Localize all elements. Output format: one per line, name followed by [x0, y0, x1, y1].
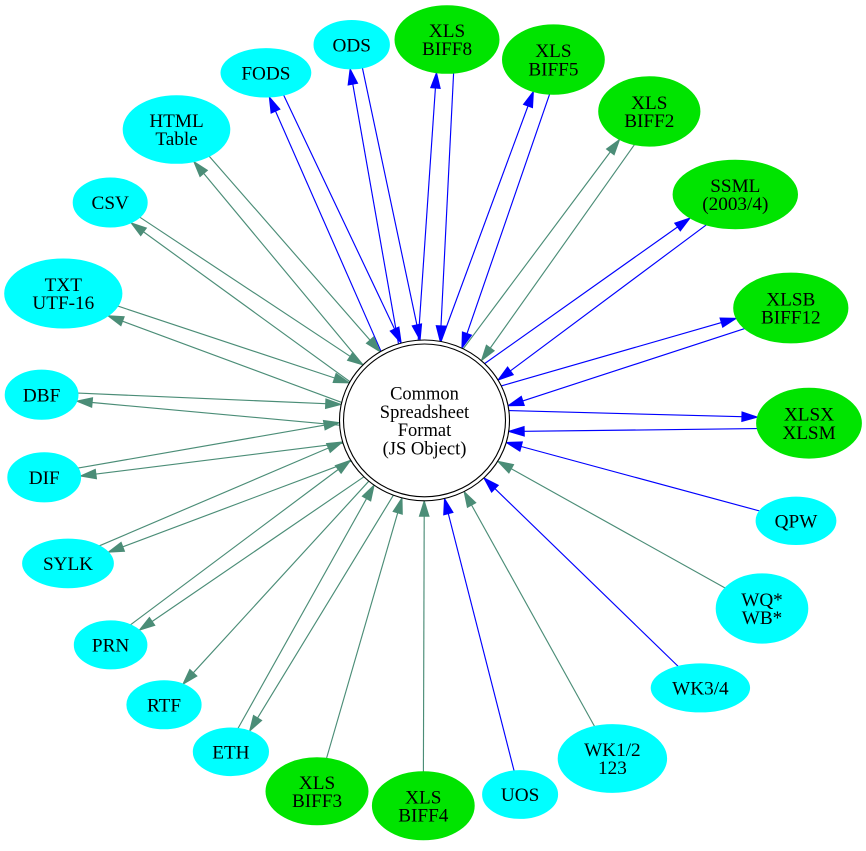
svg-text:Spreadsheet: Spreadsheet	[380, 403, 470, 423]
svg-text:FODS: FODS	[241, 63, 290, 84]
svg-text:XLS: XLS	[405, 787, 441, 808]
svg-text:SYLK: SYLK	[43, 554, 93, 575]
svg-text:DIF: DIF	[29, 468, 60, 489]
svg-text:BIFF12: BIFF12	[761, 308, 821, 329]
svg-text:XLSB: XLSB	[766, 290, 815, 311]
svg-text:XLS: XLS	[631, 93, 667, 114]
svg-text:ETH: ETH	[212, 742, 249, 763]
svg-text:CSV: CSV	[92, 193, 129, 214]
svg-text:BIFF4: BIFF4	[398, 806, 449, 827]
svg-text:Table: Table	[155, 129, 197, 150]
svg-text:Common: Common	[390, 385, 459, 405]
svg-text:123: 123	[598, 758, 627, 779]
svg-text:WK3/4: WK3/4	[672, 679, 729, 700]
svg-text:BIFF3: BIFF3	[292, 791, 342, 812]
svg-text:QPW: QPW	[775, 511, 819, 532]
svg-text:TXT: TXT	[45, 275, 83, 296]
svg-text:XLS: XLS	[299, 773, 335, 794]
svg-text:HTML: HTML	[149, 111, 203, 132]
svg-text:BIFF5: BIFF5	[528, 59, 578, 80]
svg-text:DBF: DBF	[23, 385, 60, 406]
svg-text:(2003/4): (2003/4)	[702, 194, 768, 215]
svg-text:XLSX: XLSX	[784, 405, 834, 426]
svg-text:WB*: WB*	[742, 608, 783, 629]
svg-text:RTF: RTF	[147, 695, 181, 716]
svg-text:ODS: ODS	[333, 35, 371, 56]
svg-text:WQ*: WQ*	[741, 590, 783, 611]
svg-text:Format: Format	[398, 421, 452, 441]
svg-text:UTF-16: UTF-16	[32, 293, 94, 314]
svg-text:(JS Object): (JS Object)	[383, 439, 467, 459]
svg-text:BIFF2: BIFF2	[624, 111, 674, 132]
svg-text:PRN: PRN	[92, 636, 129, 657]
svg-text:XLS: XLS	[429, 21, 465, 42]
svg-text:SSML: SSML	[710, 176, 760, 197]
svg-text:WK1/2: WK1/2	[584, 740, 641, 761]
svg-text:XLS: XLS	[535, 41, 571, 62]
svg-text:XLSM: XLSM	[782, 423, 835, 444]
svg-text:UOS: UOS	[501, 785, 539, 806]
svg-text:BIFF8: BIFF8	[422, 39, 472, 60]
